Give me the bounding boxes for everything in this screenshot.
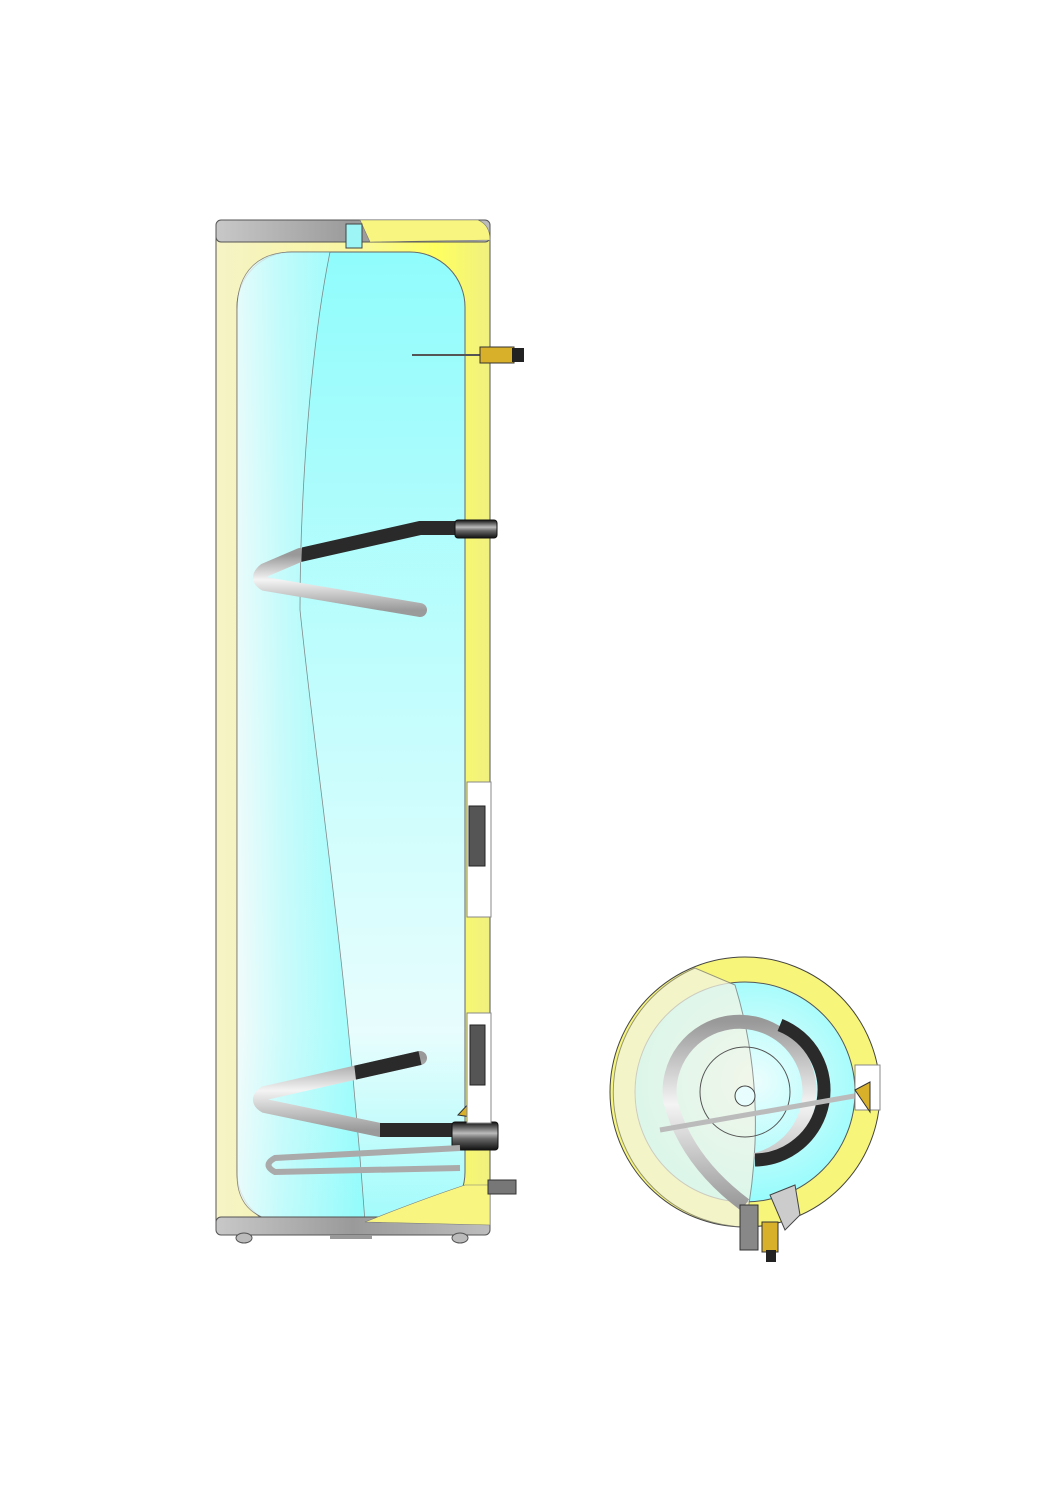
- plan-bottom-housing: [769, 1184, 801, 1231]
- base-plate: [330, 1235, 372, 1239]
- plan-view: [609, 956, 881, 1262]
- plan-flange-ring: [699, 1046, 791, 1138]
- plan-immersion-heater: [659, 1092, 861, 1133]
- top-cap-yellow: [359, 219, 491, 243]
- plan-inlet-fitting: [739, 1204, 759, 1251]
- base-yellow: [364, 1184, 491, 1226]
- drain-valve: [487, 1179, 517, 1195]
- foot-right: [451, 1232, 469, 1244]
- temperature-relief-valve: [479, 346, 515, 364]
- plan-cutaway: [612, 967, 756, 1228]
- coil-outlet-zigzag-light: [253, 1051, 477, 1137]
- thermostat-upper: [468, 805, 486, 867]
- plan-relief-cap: [766, 1250, 776, 1262]
- coil-inlet-zigzag-dark: [300, 521, 470, 562]
- valve-cap: [512, 348, 524, 362]
- coil-upper-connection: [454, 519, 498, 539]
- immersion-heater: [265, 1145, 461, 1176]
- coil-inlet-zigzag-light: [253, 548, 427, 617]
- top-outlet-pipe: [345, 223, 363, 249]
- thermostat-lower: [469, 1024, 486, 1086]
- side-view: [215, 219, 524, 1244]
- plan-relief-valve: [761, 1221, 779, 1253]
- foot-left: [235, 1232, 253, 1244]
- plan-heater-valve: [854, 1081, 871, 1114]
- plan-flange-center: [734, 1085, 756, 1107]
- heat-exchanger-coil: [253, 521, 477, 1137]
